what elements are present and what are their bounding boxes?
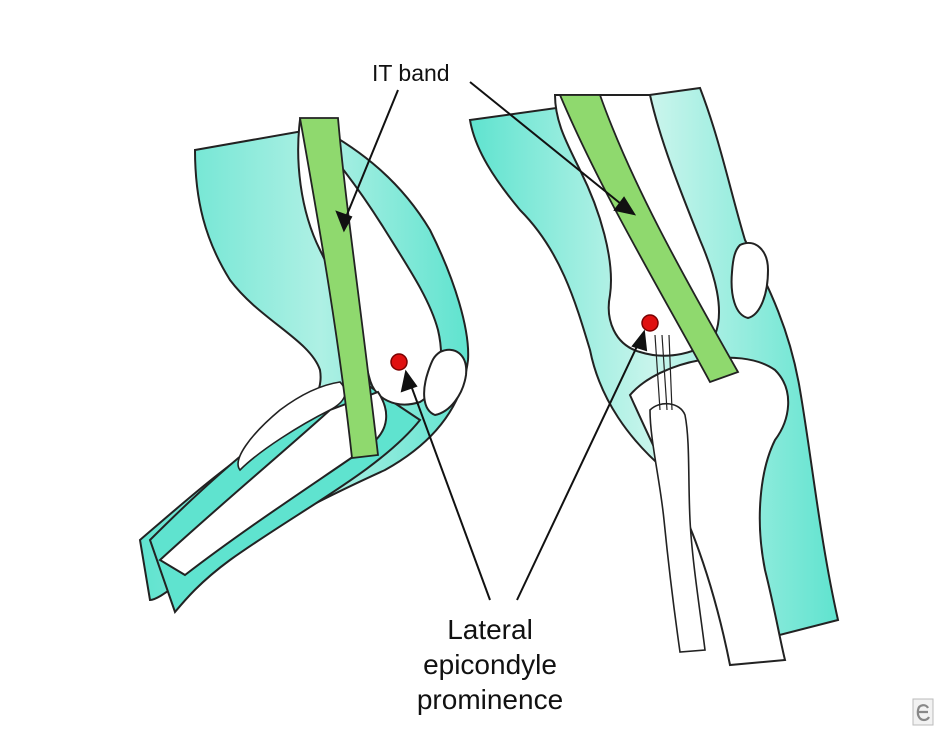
right-lcl-ligament [654,334,673,411]
arrow-epicondyle-left [408,379,491,601]
lateral-label-line-3: prominence [416,684,564,715]
left-epicondyle-marker [390,353,408,371]
arrow-head-it-band-right [613,196,637,216]
it-band-label: IT band [372,60,450,86]
lateral-label-line-1: Lateral [447,614,533,645]
lateral-epicondyle-label: Lateral epicondyle prominence [395,612,585,717]
left-patella [423,348,468,417]
lateral-label-line-2: epicondyle [423,649,557,680]
left-fibula [237,381,346,472]
arrow-head-it-band-left [335,210,353,233]
pointer-arrows [335,81,648,601]
arrow-it-band-right [469,81,627,209]
left-flexed-knee [138,117,470,614]
right-extended-knee [468,86,840,667]
left-tibia [158,390,388,577]
left-it-band [298,117,379,459]
arrow-it-band-left [343,89,399,223]
arrow-head-epicondyle-right [631,329,648,352]
arrow-head-epicondyle-left [400,369,418,393]
right-fibula [649,402,706,653]
e-logo-icon [912,698,934,726]
right-patella [730,242,770,320]
right-it-band [558,94,740,384]
arrow-epicondyle-right [516,339,641,601]
right-epicondyle-marker [641,314,659,332]
